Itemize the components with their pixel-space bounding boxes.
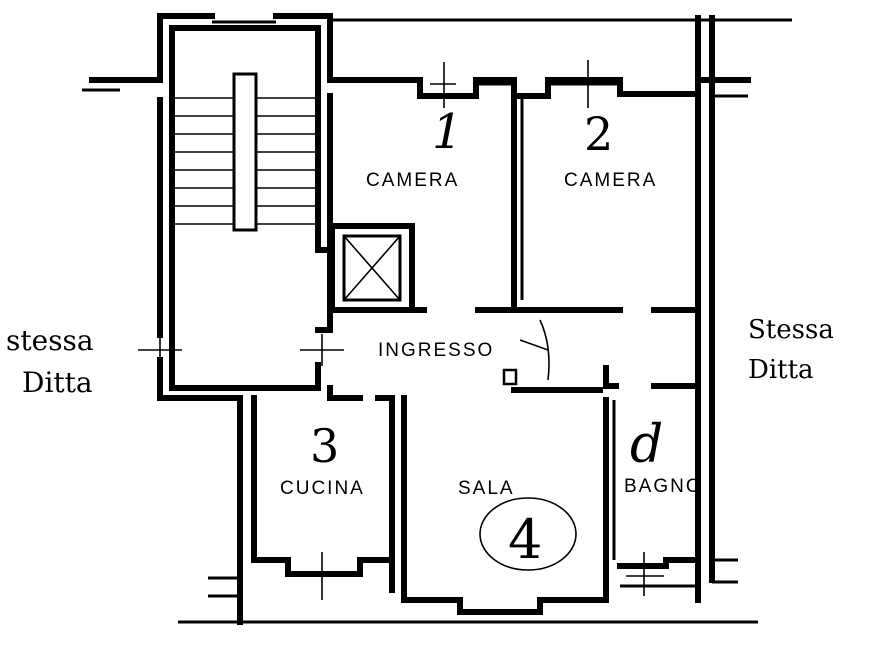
ingresso-label: INGRESSO [378,340,494,361]
camera1-label: CAMERA [366,170,459,191]
stairwell [82,13,423,401]
door-swing [502,319,550,386]
sala-number-circle [479,497,577,571]
right-neighbor-line1: Stessa [748,315,834,345]
window-marks [138,60,664,600]
left-neighbor-line1: stessa [6,324,94,357]
camera2-label: CAMERA [564,170,657,191]
cucina-label: CUCINA [280,478,365,499]
cucina-number: 3 [310,419,339,473]
sala-number: 4 [508,508,542,571]
right-neighbor-line2: Ditta [748,355,814,385]
bagno-label: BAGNO [624,476,703,497]
elevator-shaft [329,223,415,313]
camera1-number: 1 [432,104,463,160]
sala-label: SALA [458,478,515,499]
stair-handrail-core [232,72,258,232]
bagno-number: d [630,415,663,475]
camera2-number: 2 [584,107,613,161]
left-neighbor-line2: Ditta [22,366,93,399]
